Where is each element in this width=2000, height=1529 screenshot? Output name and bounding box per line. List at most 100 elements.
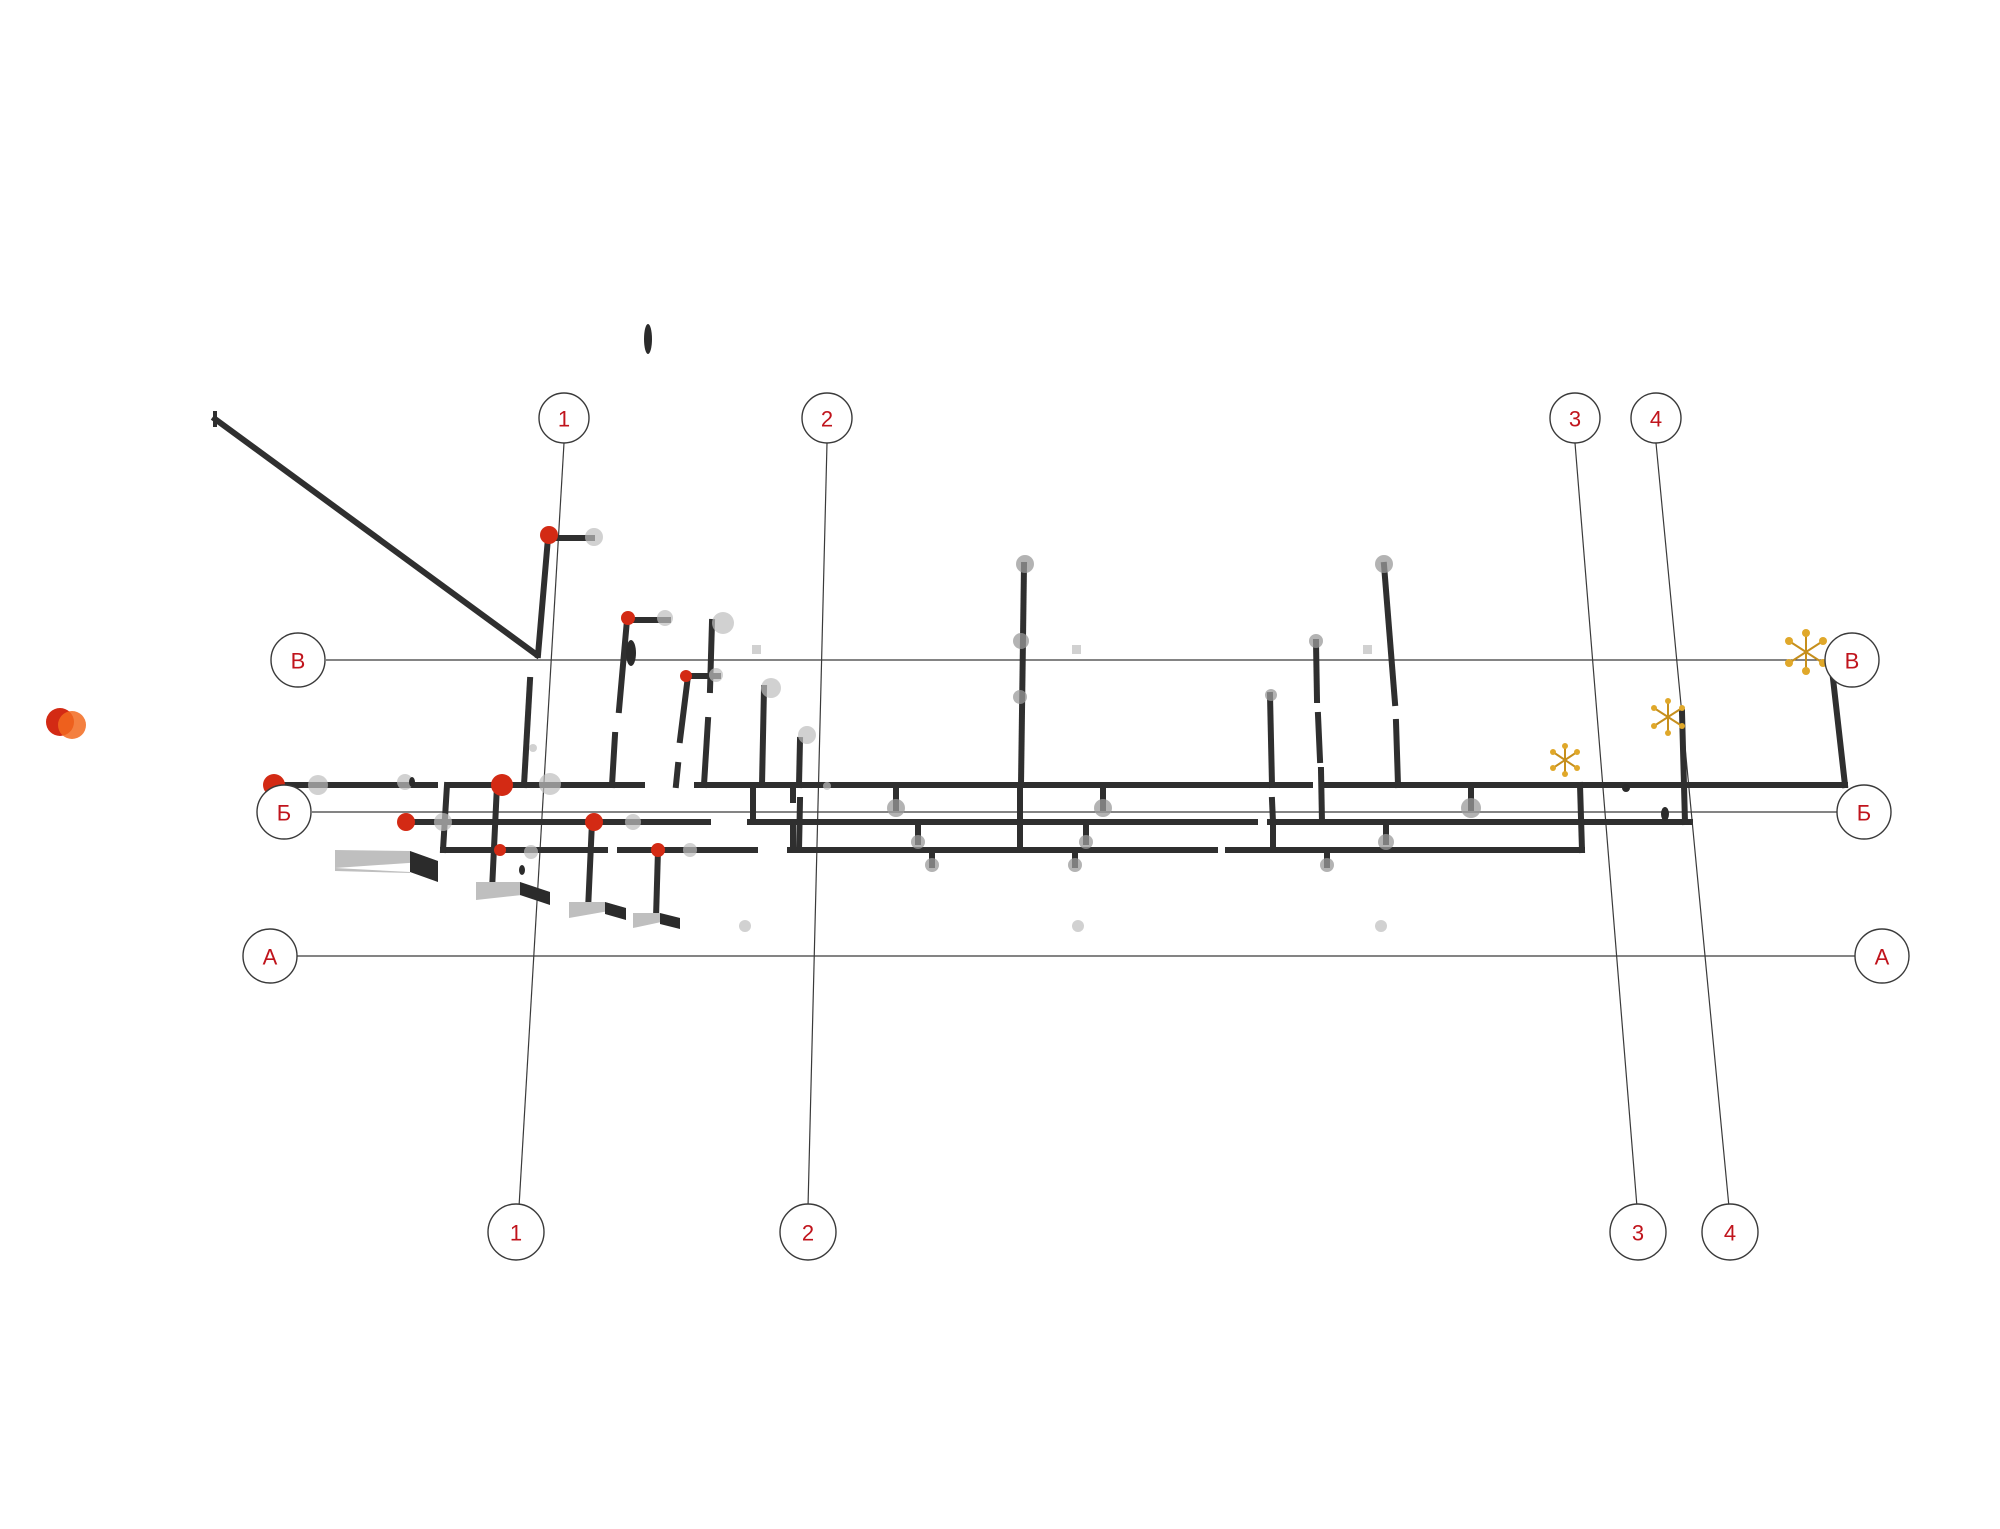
fitting (1309, 634, 1323, 648)
riser-7c (1317, 766, 1326, 826)
fitting (1265, 689, 1277, 701)
fitting (397, 774, 413, 790)
fitting (887, 799, 905, 817)
tank-side (410, 851, 438, 882)
unit-1-side (520, 882, 550, 905)
dropper-2 (584, 818, 596, 914)
fitting (1363, 645, 1372, 654)
svg-text:3: 3 (1632, 1221, 1644, 1246)
svg-text:3: 3 (1569, 407, 1581, 432)
axis-bubble-2-bottom: 2 (779, 1203, 837, 1261)
fixture-red (680, 670, 692, 682)
tall-riser-1 (1017, 561, 1028, 789)
fixture-red (491, 774, 513, 796)
riser-4b (672, 761, 682, 789)
valve (626, 640, 636, 666)
dropper-3 (652, 846, 662, 922)
valve (409, 777, 415, 787)
fitting (434, 813, 452, 831)
pendant-lamps (1550, 629, 1827, 777)
fixture-red (651, 843, 665, 857)
svg-text:2: 2 (802, 1221, 814, 1246)
fitting (524, 845, 538, 859)
fitting (539, 773, 561, 795)
valve (519, 865, 525, 875)
axis-bubble-3-bottom: 3 (1609, 1203, 1667, 1261)
fitting (925, 858, 939, 872)
fitting (1461, 798, 1481, 818)
svg-text:2: 2 (821, 407, 833, 432)
riser-3b (700, 716, 712, 789)
valve (1622, 784, 1630, 792)
red-fixtures (46, 526, 692, 857)
unit-3-side (660, 913, 680, 929)
riser-2b (608, 731, 619, 789)
fitting (683, 843, 697, 857)
riser-5 (758, 684, 768, 789)
fixture-red (540, 526, 558, 544)
svg-text:1: 1 (510, 1221, 522, 1246)
fitting (308, 775, 328, 795)
svg-text:1: 1 (558, 407, 570, 432)
riser-1b (520, 676, 534, 789)
fittings (308, 324, 1669, 932)
fitting (911, 835, 925, 849)
svg-text:4: 4 (1650, 407, 1662, 432)
axis-bubble-v-right: В (1824, 632, 1880, 688)
riser-6 (795, 736, 804, 789)
fixture-red (397, 813, 415, 831)
fixture-red (494, 844, 506, 856)
fitting (1068, 858, 1082, 872)
riser-8b (1268, 796, 1277, 826)
fitting (709, 668, 723, 682)
riser-1 (534, 535, 595, 659)
fitting (1320, 858, 1334, 872)
fixture-red (621, 611, 635, 625)
equipment (335, 850, 680, 929)
pipe-network (210, 411, 1849, 922)
riser-8 (1266, 691, 1276, 789)
fitting (752, 645, 761, 654)
riser-7b (1314, 711, 1324, 764)
axis-bubble-b-left: Б (256, 784, 312, 840)
axis-bubble-4-top: 4 (1630, 392, 1682, 444)
fitting (657, 610, 673, 626)
axis-bubble-1-bottom: 1 (487, 1203, 545, 1261)
fitting (529, 744, 537, 752)
dropper-1 (488, 781, 501, 894)
axis-bubble-b-right: Б (1836, 784, 1892, 840)
fitting (585, 528, 603, 546)
axis-bubble-2-top: 2 (801, 392, 853, 444)
fitting (798, 726, 816, 744)
fitting (625, 814, 641, 830)
svg-text:А: А (263, 945, 278, 970)
svg-text:В: В (1845, 649, 1860, 674)
fitting (1016, 555, 1034, 573)
svg-text:Б: Б (277, 801, 291, 826)
axis-bubble-1-top: 1 (538, 392, 590, 444)
fitting (1378, 834, 1394, 850)
fixture-red (585, 813, 603, 831)
detached-fitting (644, 324, 652, 354)
fitting (761, 678, 781, 698)
tank-front (335, 868, 410, 873)
fitting (1013, 690, 1027, 704)
fitting (1375, 920, 1387, 932)
fitting (1013, 633, 1029, 649)
fixture-red (58, 711, 86, 739)
svg-text:Б: Б (1857, 801, 1871, 826)
svg-text:В: В (291, 649, 306, 674)
connector-right-2 (1678, 708, 1689, 826)
axis-bubble-a-left: А (242, 928, 298, 984)
connector-right-1 (1576, 781, 1586, 854)
axis-bubble-a-right: А (1854, 928, 1910, 984)
axis-bubble-4-bottom: 4 (1701, 1203, 1759, 1261)
fitting (712, 612, 734, 634)
fitting (739, 920, 751, 932)
tall-riser-2 (1380, 561, 1399, 707)
fitting (1072, 645, 1081, 654)
fitting (1375, 555, 1393, 573)
fitting (823, 782, 831, 790)
riser-2 (615, 617, 671, 714)
axis-bubbles: 1 2 3 4 1 2 3 4 (242, 392, 1910, 1261)
